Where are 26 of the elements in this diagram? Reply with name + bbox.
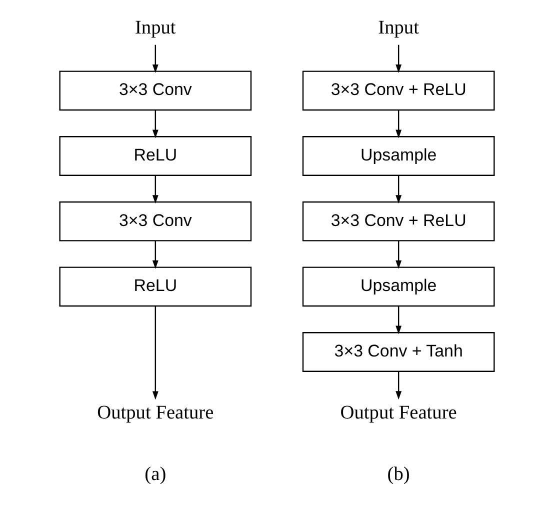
arrow bbox=[396, 306, 402, 334]
node-box: Upsample bbox=[302, 266, 495, 307]
arrow bbox=[152, 306, 158, 400]
arrow bbox=[396, 110, 402, 138]
node-box: ReLU bbox=[59, 266, 252, 307]
arrow bbox=[152, 44, 158, 73]
node-text: Output Feature bbox=[340, 402, 457, 424]
label: (b) bbox=[387, 464, 410, 485]
arrow bbox=[396, 240, 402, 269]
arrow bbox=[152, 175, 158, 204]
arrow bbox=[396, 44, 402, 73]
node-box: 3×3 Conv bbox=[59, 70, 252, 111]
arrow bbox=[152, 110, 158, 138]
node-box: Upsample bbox=[302, 136, 495, 176]
node-text: Input bbox=[134, 18, 176, 39]
arrow bbox=[152, 240, 158, 269]
label: (a) bbox=[144, 464, 166, 485]
node-box: 3×3 Conv + ReLU bbox=[302, 70, 495, 111]
node-text: Input bbox=[378, 18, 420, 39]
node-box: 3×3 Conv + Tanh bbox=[302, 332, 495, 372]
arrow bbox=[396, 175, 402, 204]
node-box: 3×3 Conv bbox=[59, 201, 252, 242]
node-box: ReLU bbox=[59, 136, 252, 176]
node-text: Output Feature bbox=[97, 402, 214, 424]
arrow bbox=[396, 372, 402, 400]
node-box: 3×3 Conv + ReLU bbox=[302, 201, 495, 242]
